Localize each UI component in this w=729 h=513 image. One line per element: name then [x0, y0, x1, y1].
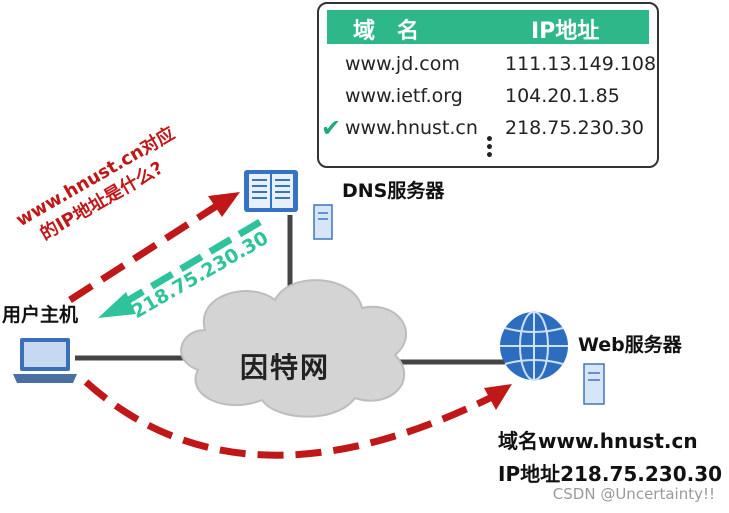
web-server-ip: IP地址218.75.230.30 [498, 462, 723, 486]
header-domain: 域 名 [353, 19, 420, 44]
web-server-domain: 域名www.hnust.cn [498, 429, 698, 453]
reply-arrow [98, 218, 262, 318]
row-domain: www.hnust.cn [345, 117, 478, 139]
web-server-globe-icon [500, 311, 605, 405]
row-ip: 111.13.149.108 [505, 53, 657, 75]
table-row: www.ietf.org 104.20.1.85 [319, 82, 659, 112]
checkmark-icon: ✔ [321, 114, 342, 142]
dns-server-icon [244, 170, 333, 240]
web-access-arrow [83, 379, 512, 459]
user-host-label: 用户主机 [2, 304, 79, 326]
dns-table-header: 域 名 IP地址 [327, 10, 649, 44]
table-row: ✔ www.hnust.cn 218.75.230.30 [319, 114, 659, 144]
row-domain: www.jd.com [345, 53, 460, 75]
row-ip: 218.75.230.30 [505, 117, 645, 139]
dns-server-label: DNS服务器 [342, 180, 445, 202]
web-server-label: Web服务器 [578, 334, 682, 356]
row-domain: www.ietf.org [345, 85, 463, 107]
internet-cloud [180, 279, 407, 418]
row-ip: 104.20.1.85 [505, 85, 620, 107]
header-ip: IP地址 [531, 19, 600, 44]
laptop-icon [13, 338, 77, 383]
query-arrow [68, 192, 240, 303]
table-row: www.jd.com 111.13.149.108 [319, 50, 659, 80]
watermark: CSDN @Uncertainty!! [552, 485, 715, 503]
internet-label: 因特网 [240, 351, 331, 384]
more-rows-ellipsis: ••• [485, 132, 494, 164]
dns-table: 域 名 IP地址 www.jd.com 111.13.149.108 www.i… [317, 2, 659, 168]
